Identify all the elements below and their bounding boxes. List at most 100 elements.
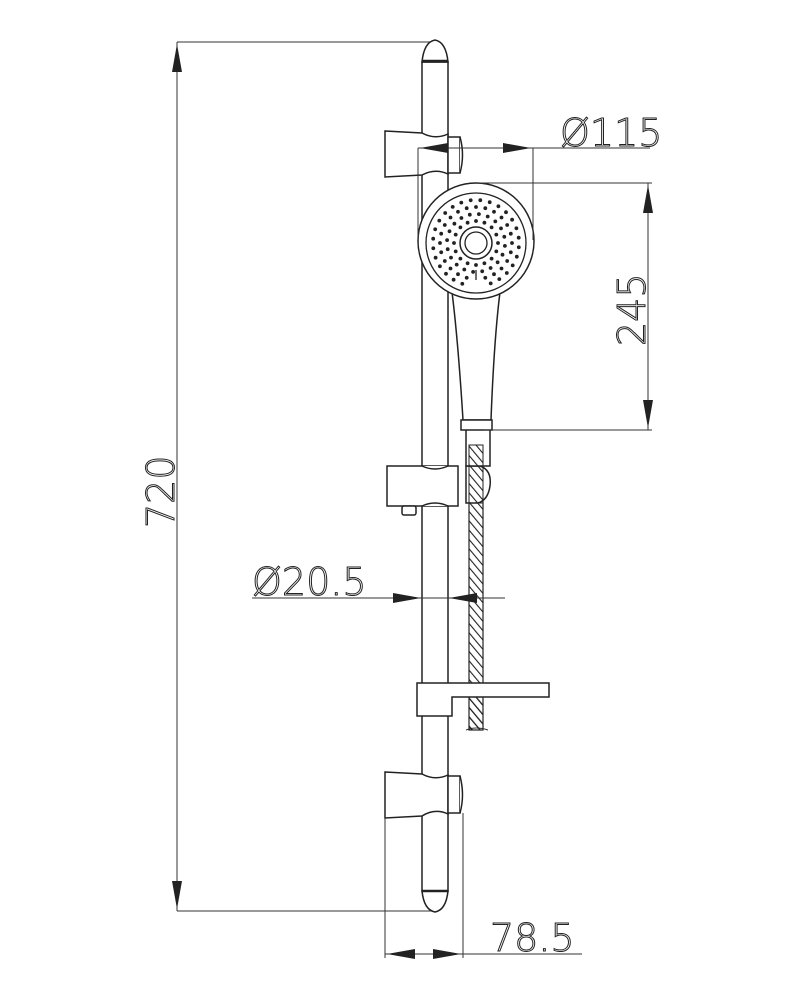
nozzle-dot bbox=[499, 226, 503, 231]
nozzle-dot bbox=[505, 259, 510, 263]
dimension-label-720: 720 bbox=[139, 455, 183, 528]
nozzle-dot bbox=[495, 260, 500, 265]
bottom-wall-bracket bbox=[384, 771, 464, 819]
nozzle-dot bbox=[492, 209, 496, 214]
nozzle-dot bbox=[438, 241, 442, 245]
nozzle-dot bbox=[485, 214, 490, 219]
nozzle-dot bbox=[483, 275, 488, 280]
nozzle-dot bbox=[438, 264, 442, 269]
nozzle-dot bbox=[499, 215, 504, 220]
nozzle-dot bbox=[459, 200, 464, 205]
nozzle-dot bbox=[503, 244, 507, 248]
nozzle-dot bbox=[433, 255, 438, 260]
nozzle-dot bbox=[510, 241, 514, 245]
dimension-20-5: Ø20.5 bbox=[252, 560, 505, 605]
nozzle-dot bbox=[508, 250, 513, 255]
nozzle-dot bbox=[487, 200, 492, 205]
nozzle-dot bbox=[482, 220, 487, 225]
nozzle-dot bbox=[444, 271, 448, 276]
nozzle-dot bbox=[442, 259, 447, 263]
sliding-holder bbox=[386, 419, 492, 516]
nozzle-dot bbox=[468, 198, 473, 203]
nozzle-dot bbox=[431, 246, 436, 251]
nozzle-dot bbox=[510, 217, 514, 222]
dimension-115: Ø115 bbox=[417, 111, 663, 240]
nozzle-dot bbox=[488, 266, 493, 270]
dimension-label-20-5: Ø20.5 bbox=[252, 560, 367, 604]
nozzle-dot bbox=[464, 275, 469, 280]
nozzle-dot bbox=[452, 221, 457, 226]
nozzle-dot bbox=[477, 212, 481, 217]
nozzle-dot bbox=[499, 266, 504, 271]
nozzle-dot bbox=[500, 252, 505, 257]
top-wall-bracket bbox=[384, 130, 464, 178]
nozzle-dot bbox=[439, 231, 444, 236]
dimension-label-245: 245 bbox=[610, 273, 654, 346]
nozzle-dot bbox=[459, 216, 464, 220]
soap-dish bbox=[416, 682, 550, 717]
nozzle-dot bbox=[453, 232, 458, 237]
nozzle-dot bbox=[474, 263, 478, 267]
nozzle-dot bbox=[493, 219, 498, 224]
nozzle-dot bbox=[514, 226, 519, 231]
nozzle-dot bbox=[465, 220, 470, 225]
nozzle-dot bbox=[508, 231, 513, 236]
nozzle-dot bbox=[489, 256, 494, 261]
nozzle-dot bbox=[433, 227, 438, 232]
nozzle-dot bbox=[492, 272, 496, 277]
nozzle-dot bbox=[516, 235, 521, 240]
nozzle-dot bbox=[452, 241, 456, 245]
nozzle-dot bbox=[502, 234, 507, 239]
nozzle-dot bbox=[510, 263, 515, 268]
nozzle-dot bbox=[460, 281, 465, 286]
nozzle-dot bbox=[462, 267, 467, 272]
nozzle-dot bbox=[514, 254, 519, 259]
nozzle-dot bbox=[453, 249, 458, 254]
dimension-245: 245 bbox=[478, 182, 655, 431]
hand-shower bbox=[417, 182, 535, 431]
dimension-78-5: 78.5 bbox=[384, 813, 582, 961]
nozzle-dot bbox=[496, 241, 500, 245]
nozzle-dot bbox=[458, 256, 463, 261]
nozzle-dot bbox=[458, 225, 463, 230]
nozzle-dot bbox=[474, 205, 478, 209]
nozzle-dot bbox=[456, 272, 460, 277]
nozzle-dot bbox=[439, 250, 444, 255]
nozzle-dot bbox=[431, 236, 436, 241]
nozzle-dot bbox=[456, 209, 460, 214]
nozzle-dot bbox=[449, 255, 453, 260]
nozzle-dot bbox=[454, 262, 459, 267]
nozzle-dot bbox=[448, 215, 453, 220]
nozzle-dot bbox=[489, 225, 494, 230]
nozzle-dot bbox=[504, 271, 509, 275]
nozzle-dot bbox=[494, 249, 499, 254]
nozzle-dot bbox=[443, 211, 448, 215]
nozzle-dot bbox=[467, 212, 472, 217]
nozzle-dot bbox=[516, 245, 521, 250]
dimension-720: 720 bbox=[139, 41, 433, 912]
nozzle-dot bbox=[488, 281, 493, 286]
nozzle-dot bbox=[496, 204, 501, 209]
nozzle-dot bbox=[442, 223, 447, 227]
nozzle-dot bbox=[494, 232, 499, 237]
spray-nozzles bbox=[431, 198, 521, 286]
nozzle-dot bbox=[451, 277, 456, 282]
nozzle-dot bbox=[471, 270, 475, 274]
nozzle-dot bbox=[483, 206, 488, 211]
nozzle-dot bbox=[465, 261, 470, 266]
dimension-label-115: Ø115 bbox=[560, 111, 662, 155]
nozzle-dot bbox=[445, 247, 450, 252]
nozzle-dot bbox=[480, 269, 485, 274]
nozzle-dot bbox=[464, 206, 469, 211]
nozzle-dot bbox=[497, 277, 502, 281]
nozzle-dot bbox=[437, 218, 442, 223]
nozzle-dot bbox=[504, 210, 508, 215]
nozzle-dot bbox=[482, 261, 487, 266]
nozzle-dot bbox=[447, 229, 452, 234]
nozzle-dot bbox=[474, 219, 478, 223]
nozzle-dot bbox=[478, 198, 483, 203]
nozzle-dot bbox=[448, 266, 453, 271]
nozzle-dot bbox=[445, 238, 449, 243]
